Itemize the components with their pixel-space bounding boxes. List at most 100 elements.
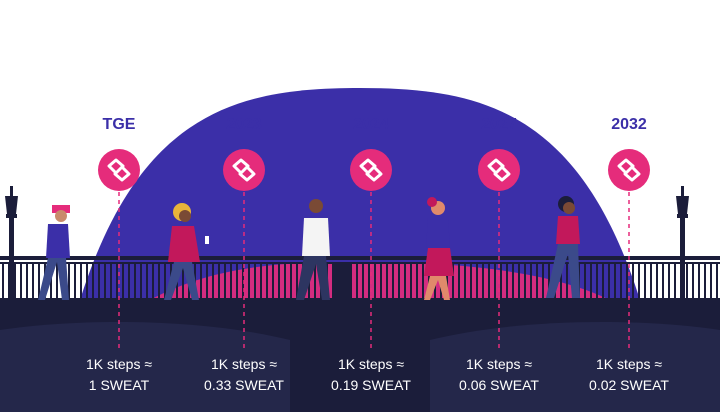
railing-baluster <box>638 262 640 300</box>
railing-baluster <box>560 262 562 300</box>
railing-baluster <box>404 262 406 300</box>
railing-baluster <box>200 262 202 300</box>
lamp-post-right <box>676 186 689 302</box>
railing-baluster <box>2 262 4 300</box>
railing-baluster <box>416 262 418 300</box>
railing-baluster <box>446 262 448 300</box>
railing-baluster <box>296 262 298 300</box>
sweat-logo-icon <box>350 149 392 191</box>
railing-baluster <box>32 262 34 300</box>
railing-baluster <box>182 262 184 300</box>
railing-baluster <box>314 262 316 300</box>
milestone-year: 2027 <box>481 116 517 133</box>
railing-baluster <box>710 262 712 300</box>
rate-reward: 0.02 SWEAT <box>589 377 669 393</box>
rate-steps: 1K steps ≈ <box>85 356 153 372</box>
walker-man-phone <box>38 205 74 300</box>
railing-baluster <box>236 262 238 300</box>
milestone-rate: 1K steps ≈ 1 SWEAT <box>59 354 179 396</box>
railing-baluster <box>116 262 118 300</box>
sweat-logo-icon <box>608 149 650 191</box>
walker-man-red-shirt <box>546 196 580 298</box>
milestone-rate: 1K steps ≈ 0.06 SWEAT <box>439 354 559 396</box>
lamp-post-left <box>5 186 18 302</box>
railing-baluster <box>536 262 538 300</box>
railing-baluster <box>158 262 160 300</box>
railing-baluster <box>716 262 718 300</box>
rate-reward: 0.19 SWEAT <box>331 377 411 393</box>
railing-baluster <box>584 262 586 300</box>
railing-baluster <box>80 262 82 300</box>
rate-reward: 0.33 SWEAT <box>204 377 284 393</box>
railing-baluster <box>218 262 220 300</box>
milestone-year: 2023 <box>226 116 262 133</box>
railing-baluster <box>620 262 622 300</box>
railing-baluster <box>230 262 232 300</box>
railing-baluster <box>488 262 490 300</box>
railing-baluster <box>452 262 454 300</box>
railing-baluster <box>500 262 502 300</box>
milestone-rate: 1K steps ≈ 0.02 SWEAT <box>569 354 689 396</box>
railing-baluster <box>266 262 268 300</box>
rate-steps: 1K steps ≈ <box>465 356 533 372</box>
milestone-markers <box>98 149 650 191</box>
railing-baluster <box>248 262 250 300</box>
railing-baluster <box>410 262 412 300</box>
railing-baluster <box>542 262 544 300</box>
milestone-year: 2032 <box>611 116 647 133</box>
railing-baluster <box>26 262 28 300</box>
walker-woman-yellow-hair <box>164 203 209 300</box>
railing-baluster <box>494 262 496 300</box>
railing-baluster <box>614 262 616 300</box>
sweat-logo-icon <box>98 149 140 191</box>
railing-baluster <box>284 262 286 300</box>
railing-baluster <box>626 262 628 300</box>
bridge-arch-left <box>0 321 290 412</box>
milestone-rate: 1K steps ≈ 0.33 SWEAT <box>184 354 304 396</box>
rate-steps: 1K steps ≈ <box>337 356 405 372</box>
railing-baluster <box>656 262 658 300</box>
rate-steps: 1K steps ≈ <box>210 356 278 372</box>
railing-baluster <box>674 262 676 300</box>
railing-baluster <box>374 262 376 300</box>
milestone-year: TGE <box>102 116 136 133</box>
railing-baluster <box>272 262 274 300</box>
railing-baluster <box>224 262 226 300</box>
railing-baluster <box>20 262 22 300</box>
railing-baluster <box>362 262 364 300</box>
railing-baluster <box>98 262 100 300</box>
milestone-year: 2024 <box>353 116 389 133</box>
railing-baluster <box>590 262 592 300</box>
railing-baluster <box>596 262 598 300</box>
arc-shape <box>80 88 640 300</box>
railing-baluster <box>56 262 58 300</box>
railing-baluster <box>524 262 526 300</box>
railing-baluster <box>110 262 112 300</box>
railing-baluster <box>458 262 460 300</box>
railing-baluster <box>368 262 370 300</box>
bridge-arch-right <box>430 321 720 412</box>
rate-steps: 1K steps ≈ <box>595 356 663 372</box>
railing-baluster <box>164 262 166 300</box>
railing-baluster <box>206 262 208 300</box>
railing-baluster <box>476 262 478 300</box>
railing-baluster <box>242 262 244 300</box>
milestone-rate: 1K steps ≈ 0.19 SWEAT <box>311 354 431 396</box>
railing-baluster <box>68 262 70 300</box>
railing-baluster <box>548 262 550 300</box>
railing-baluster <box>122 262 124 300</box>
railing-baluster <box>470 262 472 300</box>
railing-baluster <box>260 262 262 300</box>
railing-baluster <box>464 262 466 300</box>
railing-baluster <box>140 262 142 300</box>
railing-baluster <box>74 262 76 300</box>
rate-reward: 1 SWEAT <box>88 377 150 393</box>
railing-baluster <box>146 262 148 300</box>
railing-baluster <box>668 262 670 300</box>
railing-baluster <box>14 262 16 300</box>
railing-baluster <box>392 262 394 300</box>
railing-baluster <box>134 262 136 300</box>
milestone-droplines <box>118 192 630 350</box>
railing-baluster <box>530 262 532 300</box>
